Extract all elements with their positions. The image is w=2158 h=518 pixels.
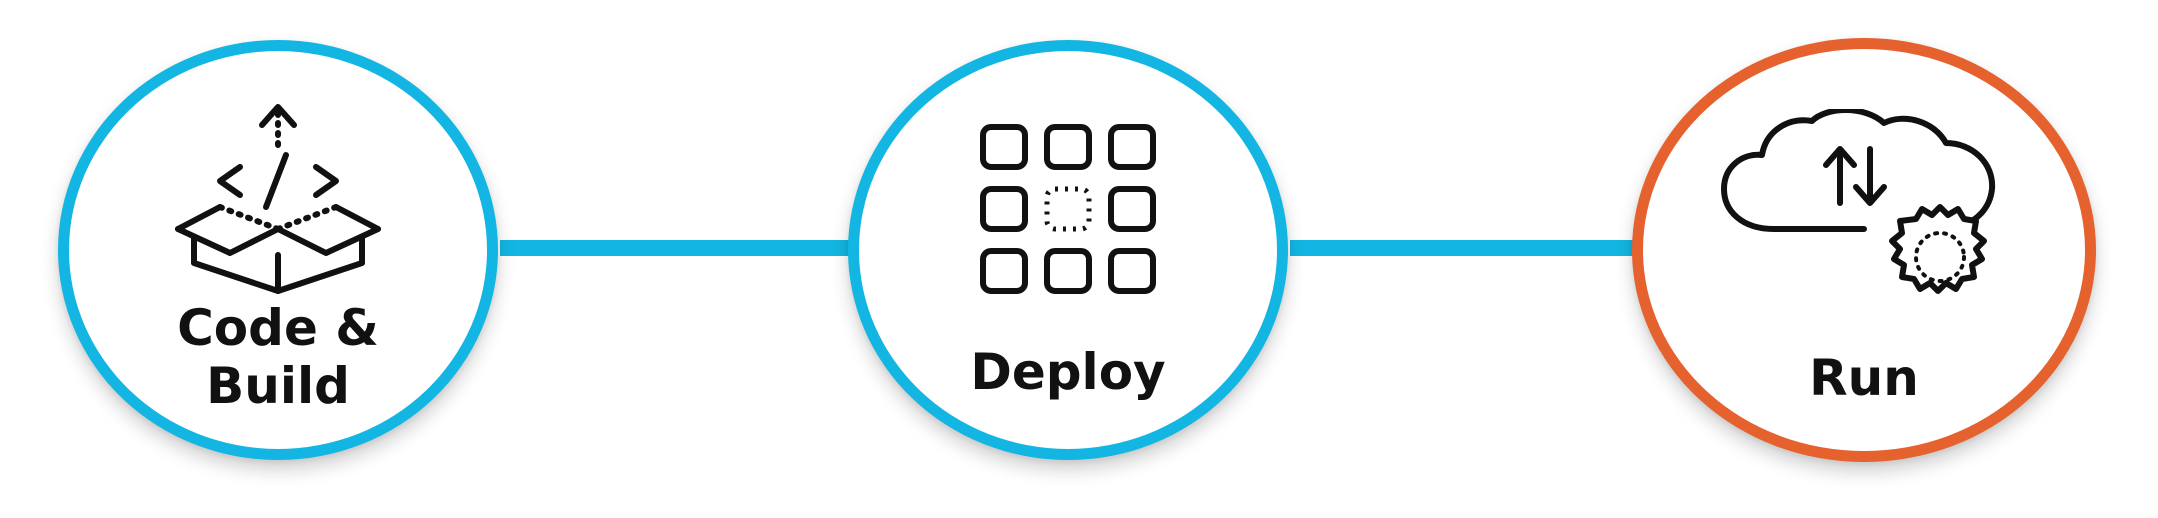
step-code-build: Code & Build (58, 40, 498, 460)
step-label: Code & Build (177, 299, 379, 415)
container-grid-icon (973, 119, 1163, 299)
step-label: Run (1809, 349, 1919, 407)
connector-line-2 (1290, 240, 1660, 256)
step-deploy: Deploy (848, 40, 1288, 460)
connector-line-1 (500, 240, 860, 256)
open-box-code-icon (148, 95, 408, 295)
step-label: Deploy (970, 343, 1166, 401)
step-run: Run (1632, 38, 2096, 462)
cloud-gear-icon (1714, 109, 2014, 319)
